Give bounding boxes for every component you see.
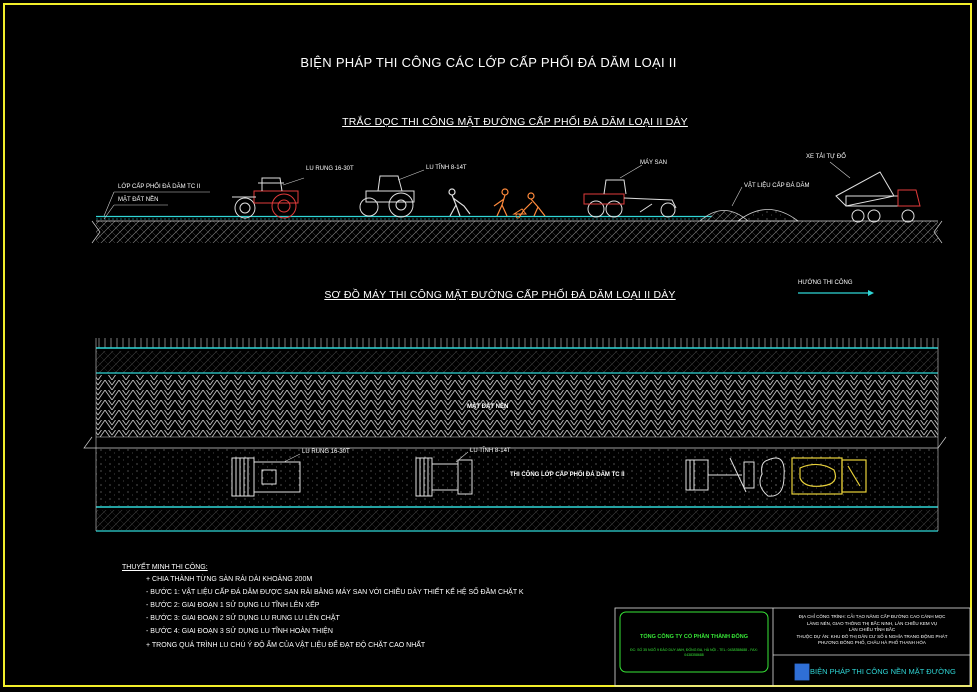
static-roller-label: LU TĨNH 8-14T <box>426 165 467 171</box>
project-line: LÀNG NÉN, GIAO THÔNG THỊ BẮC NINH, LÀN C… <box>806 620 938 626</box>
plan-road <box>83 338 947 532</box>
grader-plan <box>685 457 755 493</box>
project-line: ĐỊA CHỈ CÔNG TRÌNH: CẢI TẠO NÂNG CẤP ĐƯỜ… <box>798 614 946 619</box>
vibro-roller-profile <box>232 177 305 219</box>
static-roller-profile <box>359 169 425 218</box>
drawing-title: BIỆN PHÁP THI CÔNG CÁC LỚP CẤP PHỐI ĐÁ D… <box>300 55 677 70</box>
ground-label: MẶT ĐẤT NỀN <box>118 197 159 203</box>
material-pile-icon <box>698 186 800 222</box>
profile-section-title: TRẮC DỌC THI CÔNG MẶT ĐƯỜNG CẤP PHỐI ĐÁ … <box>342 116 688 128</box>
plan-vibro-roller-label: LU RUNG 16-30T <box>302 449 350 455</box>
note-item: + CHIA THÀNH TỪNG SÀN RẢI DÀI KHOẢNG 200… <box>146 576 313 583</box>
drawing-frame <box>3 3 972 687</box>
direction-label: HƯỚNG THI CÔNG <box>798 280 853 286</box>
work-zone-label: THI CÔNG LỚP CẤP PHỐI ĐÁ DĂM TC II <box>510 472 625 478</box>
profile-ground <box>91 215 943 244</box>
grader-label: MÁY SAN <box>640 160 667 166</box>
notes-heading: THUYẾT MINH THI CÔNG: <box>122 564 208 571</box>
note-item: + TRONG QUÁ TRÌNH LU CHÚ Ý ĐỘ ẨM CỦA VẬT… <box>146 642 426 649</box>
dump-truck-plan <box>791 457 867 495</box>
plan-static-roller-label: LU TĨNH 8-14T <box>470 448 511 454</box>
material-pile-plan <box>759 457 785 497</box>
vibro-roller-label: LU RUNG 16-30T <box>306 166 354 172</box>
note-item: - BƯỚC 2: GIAI ĐOẠN 1 SỬ DỤNG LU TĨNH LÊ… <box>146 602 320 609</box>
layer-leaders <box>103 191 210 220</box>
layer-label: LỚP CẤP PHỐI ĐÁ DĂM TC II <box>118 184 201 190</box>
company-name: TỔNG CÔNG TY CỔ PHẦN THÀNH ĐÔNG <box>639 634 749 640</box>
dump-truck-label: XE TẢI TỰ ĐỔ <box>806 154 846 160</box>
direction-arrow <box>798 290 874 296</box>
subgrade-label: MẶT ĐẤT NỀN <box>467 404 509 410</box>
plan-section-title: SƠ ĐỒ MÁY THI CÔNG MẶT ĐƯỜNG CẤP PHỐI ĐÁ… <box>324 289 676 301</box>
static-roller-plan <box>415 451 473 497</box>
company-address: ĐC: SỐ 35 NGÕ 9 ĐÀO DUY ANH, ĐỐNG ĐA, HÀ… <box>630 648 758 657</box>
title-block <box>614 607 971 687</box>
grader-profile <box>583 164 677 218</box>
note-item: - BƯỚC 3: GIAI ĐOẠN 2 SỬ DỤNG LU RUNG LU… <box>146 615 340 622</box>
note-item: - BƯỚC 4: GIAI ĐOẠN 3 SỬ DỤNG LU TĨNH HO… <box>146 628 333 635</box>
project-info: ĐỊA CHỈ CÔNG TRÌNH: CẢI TẠO NÂNG CẤP ĐƯỜ… <box>776 614 968 647</box>
project-line: THUỘC DỰ ÁN: KHU ĐÔ THỊ DÂN CƯ SỐ 6 NGHĨ… <box>796 633 948 639</box>
workers-icon <box>448 188 546 219</box>
drawing-name: BIỆN PHÁP THI CÔNG NỀN MẶT ĐƯỜNG <box>810 667 956 676</box>
vibro-roller-plan <box>231 453 301 497</box>
project-line: PHƯƠNG ĐÔNG PHỐ, CHÂU HÀ PHỐ THANH HÓA <box>818 640 926 646</box>
note-item: - BƯỚC 1: VẬT LIỆU CẤP ĐÁ DĂM ĐƯỢC SAN R… <box>146 589 524 596</box>
project-line: LÀN CHIỀU TỈNH BẮC <box>848 627 896 633</box>
dump-truck-profile <box>829 161 921 223</box>
material-label: VẬT LIỆU CẤP ĐÁ DĂM <box>744 183 810 189</box>
